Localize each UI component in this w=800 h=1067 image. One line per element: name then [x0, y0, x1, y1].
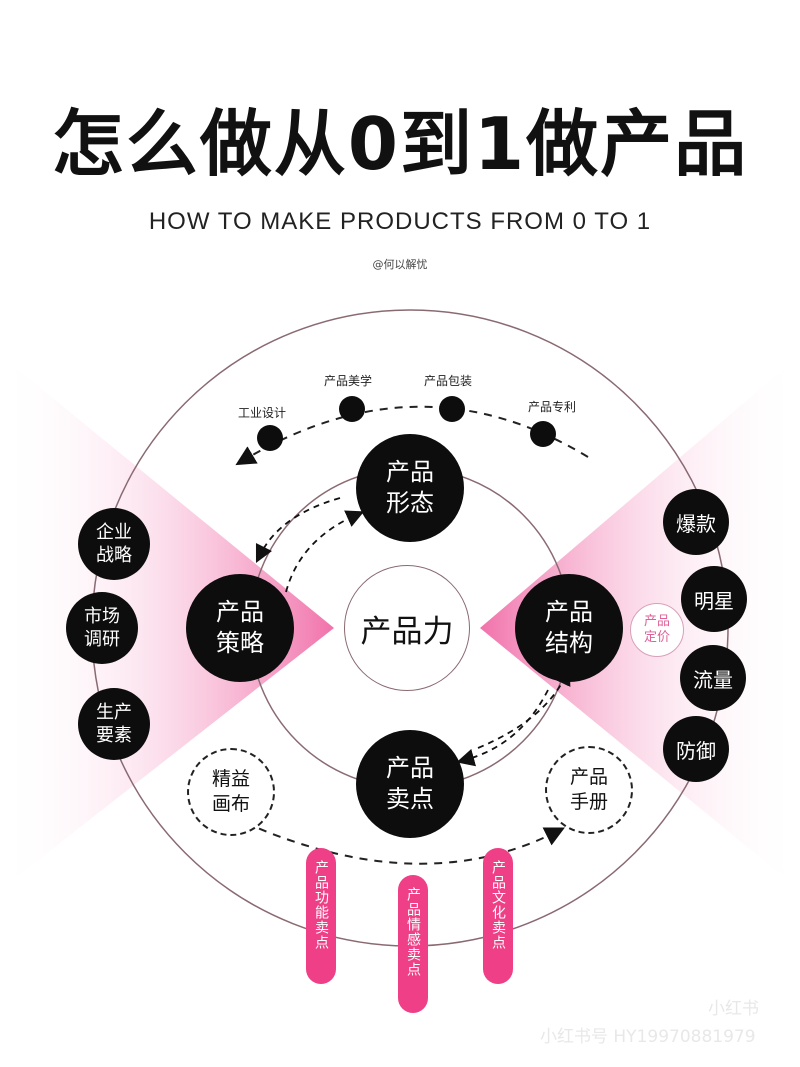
right-item-star: 明星	[681, 566, 747, 632]
watermark-logo: 小红书	[708, 999, 759, 1019]
node-label: 精益 画布	[211, 768, 250, 815]
cycle-arrow-strategy-to-form	[285, 510, 365, 593]
left-item-market-research: 市场 调研	[66, 592, 138, 664]
node-label: 产品 定价	[643, 614, 670, 645]
pill-label: 产品文化卖点	[490, 860, 506, 950]
author-handle: @何以解忧	[372, 258, 428, 271]
cultural-selling-point-pill: 产品文化卖点	[483, 848, 513, 984]
core-label: 产品力	[360, 613, 454, 650]
right-item-traffic: 流量	[680, 645, 746, 711]
node-label: 防御	[676, 738, 716, 763]
top-point-label: 产品专利	[528, 400, 577, 414]
product-form-node: 产品 形态	[356, 434, 464, 542]
node-label: 市场 调研	[84, 605, 120, 650]
lean-canvas-node: 精益 画布	[187, 748, 275, 836]
product-strategy-node: 产品 策略	[186, 574, 294, 682]
node-label: 明星	[694, 588, 734, 613]
product-patent-dot	[530, 421, 556, 447]
node-label: 企业 战略	[96, 521, 132, 566]
watermark-account: 小红书号 HY19970881979	[540, 1027, 756, 1047]
node-label: 生产 要素	[96, 701, 132, 746]
right-item-hit-product: 爆款	[663, 489, 729, 555]
top-point-label: 产品包装	[424, 374, 473, 388]
product-power-core: 产品力	[344, 565, 470, 691]
cycle-arrow-form-to-strategy	[255, 497, 341, 564]
product-manual-node: 产品 手册	[545, 746, 633, 834]
top-point-label: 产品美学	[324, 374, 373, 388]
node-label: 爆款	[676, 511, 716, 536]
industrial-design-dot	[257, 425, 283, 451]
right-item-defense: 防御	[663, 716, 729, 782]
cycle-arrow-selling-to-structure	[477, 666, 571, 749]
left-item-enterprise-strategy: 企业 战略	[78, 508, 150, 580]
page-subtitle: HOW TO MAKE PRODUCTS FROM 0 TO 1	[148, 208, 652, 235]
page-title: 怎么做从0到1做产品	[51, 102, 749, 186]
product-structure-node: 产品 结构	[515, 574, 623, 682]
product-packaging-dot	[439, 396, 465, 422]
emotional-selling-point-pill: 产品情感卖点	[398, 875, 428, 1013]
node-label: 产品 卖点	[386, 753, 434, 813]
node-label: 流量	[693, 667, 733, 692]
left-pink-wedge	[0, 355, 334, 890]
node-label: 产品 策略	[216, 597, 264, 657]
product-selling-node: 产品 卖点	[356, 730, 464, 838]
cycle-arrow-structure-to-selling	[456, 689, 549, 767]
pill-label: 产品功能卖点	[313, 860, 329, 950]
left-item-production-factors: 生产 要素	[78, 688, 150, 760]
pill-label: 产品情感卖点	[405, 887, 421, 977]
functional-selling-point-pill: 产品功能卖点	[306, 848, 336, 984]
node-label: 产品 结构	[545, 597, 593, 657]
product-aesthetics-dot	[339, 396, 365, 422]
product-pricing-node: 产品 定价	[630, 603, 684, 657]
node-label: 产品 形态	[386, 457, 434, 517]
top-point-label: 工业设计	[238, 406, 287, 420]
node-label: 产品 手册	[569, 766, 608, 813]
